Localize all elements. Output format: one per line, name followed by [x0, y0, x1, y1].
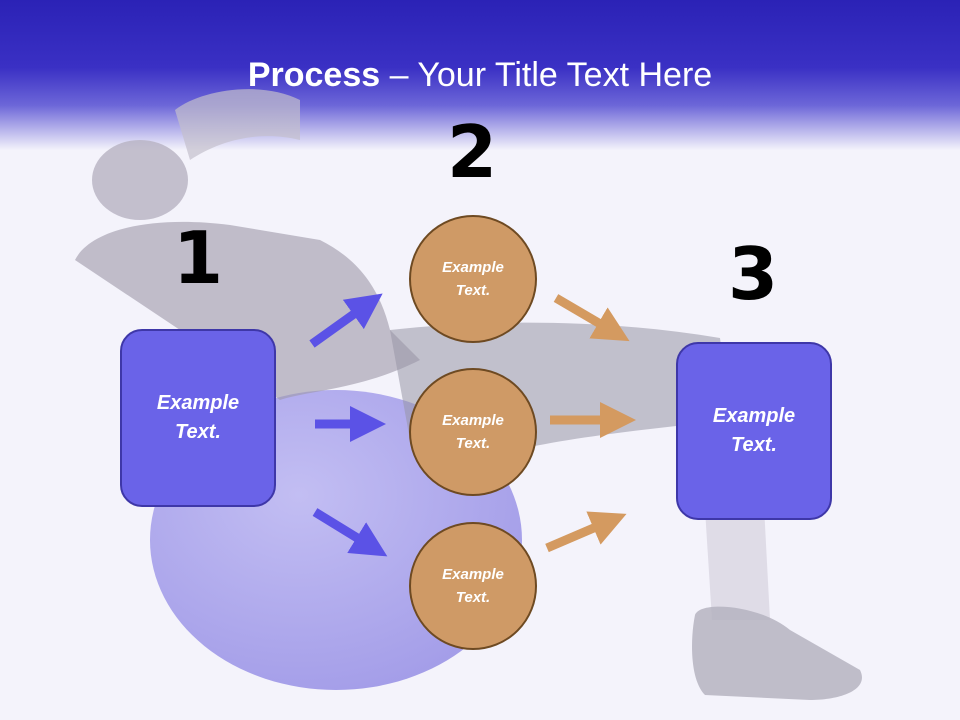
circle-label: Example Text.	[442, 566, 504, 606]
end-box[interactable]: Example Text.	[676, 342, 832, 520]
torso-shape	[75, 221, 420, 400]
process-circle-bottom[interactable]: Example Text.	[409, 522, 537, 650]
step-number-1: 1	[172, 216, 224, 300]
process-circle-top[interactable]: Example Text.	[409, 215, 537, 343]
step-number-2: 2	[446, 110, 498, 194]
end-box-label: Example Text.	[712, 405, 796, 456]
arm-shape	[175, 89, 300, 160]
circle-label: Example Text.	[442, 412, 504, 452]
step-number-3: 3	[727, 232, 779, 316]
start-box[interactable]: Example Text.	[120, 329, 276, 507]
circle-label: Example Text.	[442, 259, 504, 299]
head-shape	[92, 140, 188, 220]
start-box-label: Example Text.	[156, 392, 240, 443]
header-band	[0, 0, 960, 150]
process-circle-middle[interactable]: Example Text.	[409, 368, 537, 496]
shoe-shape	[692, 606, 862, 700]
page-title: Process – Your Title Text Here	[247, 56, 713, 94]
